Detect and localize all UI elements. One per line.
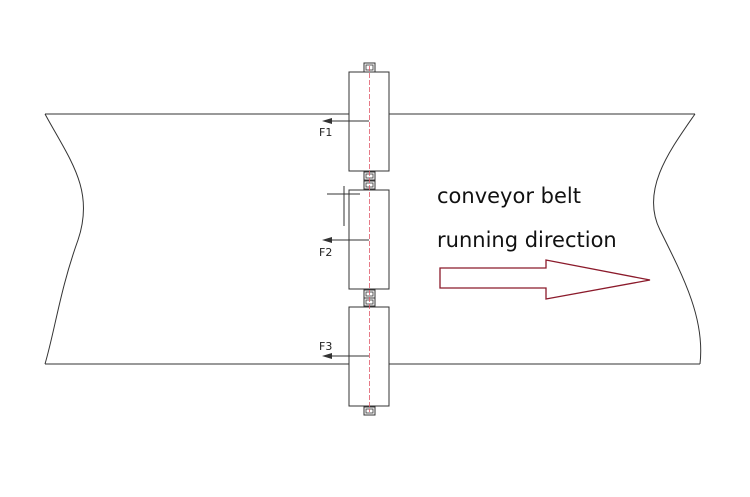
idler-rollers <box>348 62 390 416</box>
force-arrow-f2 <box>322 237 369 243</box>
section-tick <box>327 186 360 226</box>
direction-arrow <box>439 259 651 300</box>
force-label-f3: F3 <box>319 340 332 353</box>
direction-caption-line-1: conveyor belt <box>437 184 581 208</box>
belt-right-break <box>653 113 702 365</box>
force-arrows <box>322 118 369 359</box>
belt-left-break <box>44 113 85 365</box>
force-arrow-f3 <box>322 353 369 359</box>
force-label-f2: F2 <box>319 246 332 259</box>
force-label-f1: F1 <box>319 126 332 139</box>
force-arrow-f1 <box>322 118 369 124</box>
direction-caption-line-2: running direction <box>437 228 617 252</box>
